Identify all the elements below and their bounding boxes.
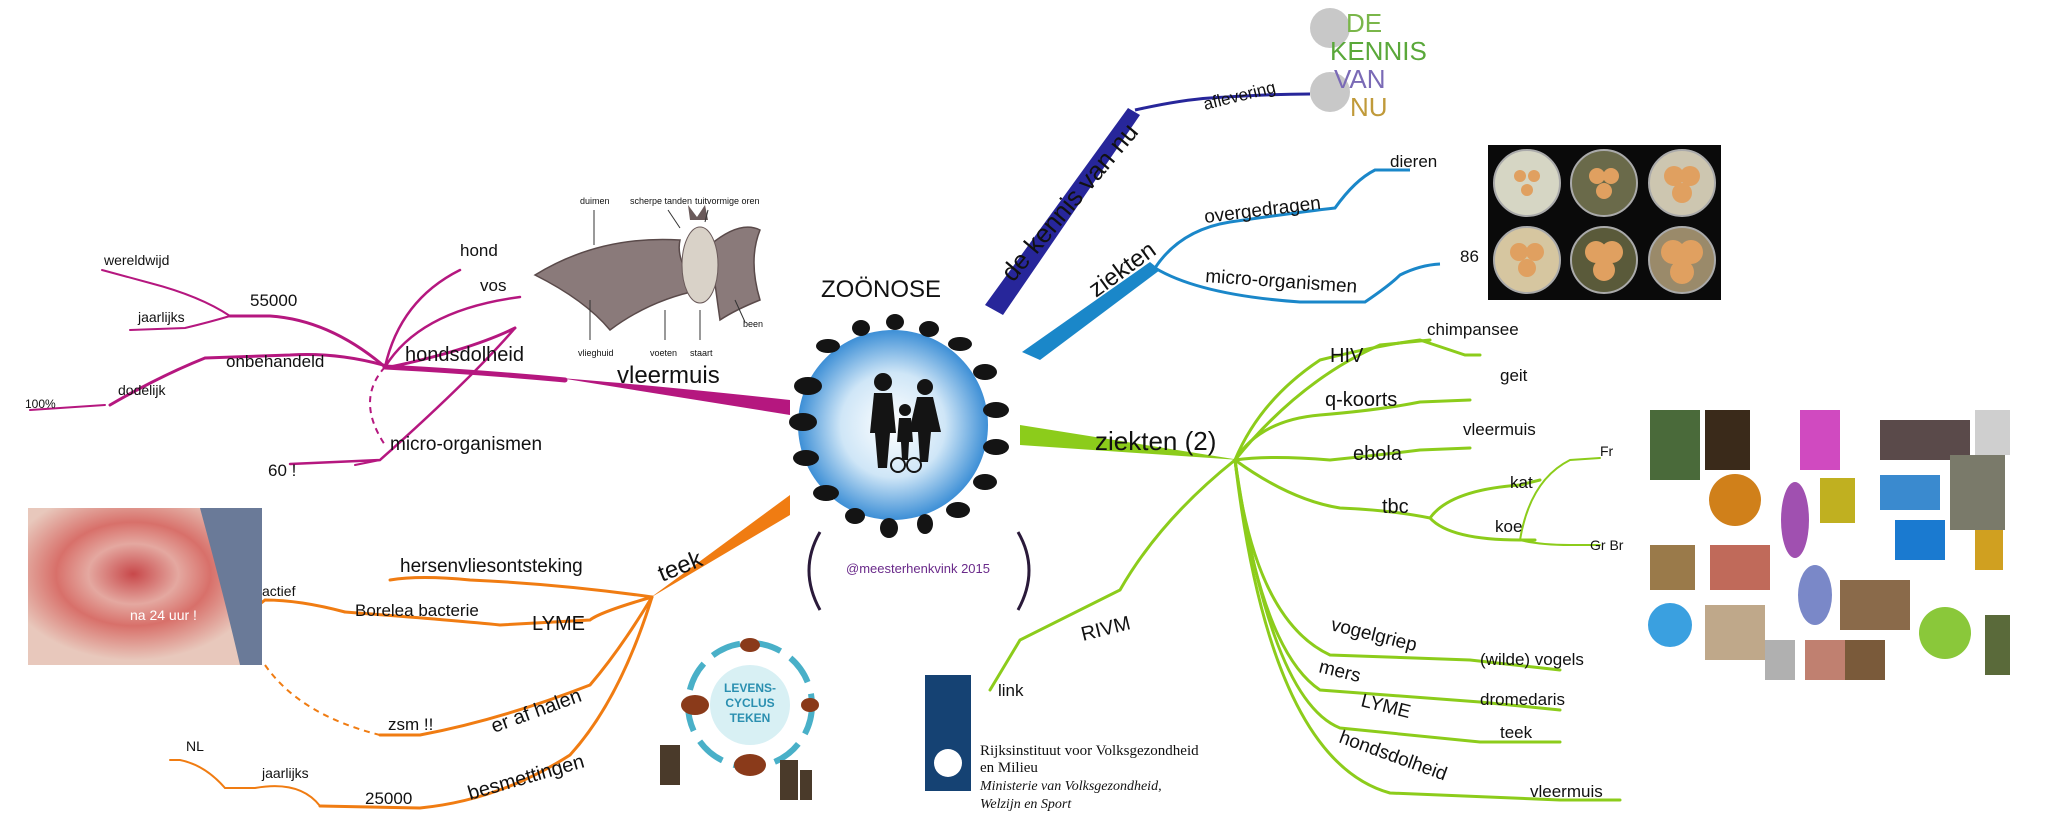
bat-label-been: been [743,319,763,329]
bat-image: duimen scherpe tanden tuitvormige oren b… [533,196,763,358]
bat-label-oren: tuitvormige oren [695,196,760,206]
n55000-label: 55000 [250,291,297,310]
bat-label-vlieghuid: vlieghuid [578,348,614,358]
wereldwijd-label: wereldwijd [103,252,169,268]
fr-label: Fr [1600,443,1614,459]
bat-label-duimen: duimen [580,196,610,206]
chimpansee-label: chimpansee [1427,320,1519,339]
logo-line-kennis: KENNIS [1330,36,1427,66]
rivm-logo-line3: Ministerie van Volksgezondheid, [979,779,1162,794]
vleermuis-label-green-1: vleermuis [1463,420,1536,439]
dodelijk-label: dodelijk [118,382,166,398]
cycle-title-2: CYCLUS [725,696,774,710]
wilde-vogels-label: (wilde) vogels [1480,650,1584,669]
link-label: link [998,681,1024,700]
bracket-left [807,531,822,611]
overgedragen-label: overgedragen [1203,193,1322,228]
teek-branch [163,495,790,810]
petri-dish-image [1488,145,1721,300]
bat-label-tanden: scherpe tanden [630,196,692,206]
qkoorts-label: q-koorts [1325,389,1397,411]
vleermuis-label-green-2: vleermuis [1530,782,1603,801]
logo-line-van: VAN [1334,64,1386,94]
zsm-label: zsm !! [388,715,433,734]
dashed-link-orange [264,664,381,736]
borelea-label: Borelea bacterie [355,601,479,620]
onbehandeld-label: onbehandeld [226,352,324,371]
afhalen-label: er af halen [488,685,584,738]
ziekten-branch [1022,168,1441,360]
grbr-label: Gr Br [1590,537,1624,553]
dieren-label: dieren [1390,152,1437,171]
pct-label: 100% [25,397,56,411]
ziekten2-label: ziekten (2) [1095,426,1216,456]
mers-label: mers [1317,656,1363,687]
credit-text: @meesterhenkvink 2015 [846,561,990,576]
hond-label: hond [460,241,498,260]
bracket-right [1016,531,1031,611]
aflevering-label: aflevering [1201,78,1277,114]
sixty-label: 60 ! [268,461,296,480]
cycle-title-1: LEVENS- [724,681,776,695]
vos-label: vos [480,276,506,295]
logo-line-nu: NU [1350,92,1388,122]
dashed-link-magenta [369,366,386,446]
na24-label: na 24 uur ! [130,607,197,623]
lyme-label-orange: LYME [532,613,585,635]
jaarlijks-label-magenta: jaarlijks [137,309,185,325]
n25000-label: 25000 [365,789,412,808]
bat-label-voeten: voeten [650,348,677,358]
rivm-label: RIVM [1079,612,1133,645]
hersen-label: hersenvliesontsteking [400,556,583,577]
nl-label: NL [186,738,204,754]
tick-life-cycle-image: LEVENS- CYCLUS TEKEN [650,620,850,810]
logo-line-de: DE [1346,8,1382,38]
teek-label: teek [654,545,707,587]
tbc-label: tbc [1382,496,1409,518]
hiv-label: HIV [1330,345,1364,367]
center-globe-image [789,314,1009,538]
teek-label-green: teek [1500,723,1533,742]
bat-label-staart: staart [690,348,713,358]
kat-label: kat [1510,473,1533,492]
tick-bite-rash-photo: na 24 uur ! [28,508,262,665]
n86-label: 86 [1460,247,1479,266]
dromedaris-label: dromedaris [1480,690,1565,709]
vleermuis-label: vleermuis [617,362,720,389]
besmettingen-label: besmettingen [465,751,586,805]
rivm-logo: Rijksinstituut voor Volksgezondheid en M… [925,675,1199,812]
vleermuis-branch [29,268,790,466]
vogelgriep-label: vogelgriep [1329,614,1419,656]
koe-label: koe [1495,517,1522,536]
actief-label: actief [262,583,296,599]
rivm-logo-line4: Welzijn en Sport [980,797,1072,812]
cycle-title-3: TEKEN [730,711,771,725]
ziekten2-branch [988,338,1622,802]
jaarlijks-label-orange: jaarlijks [261,765,309,781]
rivm-logo-line2: en Milieu [980,760,1038,776]
ebola-label: ebola [1353,443,1403,465]
hondsdolheid-label: hondsdolheid [405,344,524,366]
center-title: ZOÖNOSE [821,276,941,303]
zoonoses-collage-image [1640,400,2010,685]
micro-label-magenta: micro-organismen [390,434,542,455]
rivm-logo-line1: Rijksinstituut voor Volksgezondheid [980,743,1199,759]
geit-label: geit [1500,366,1528,385]
kennis-branch [985,92,1311,315]
kennis-logo: DE KENNIS VAN NU [1310,8,1427,122]
